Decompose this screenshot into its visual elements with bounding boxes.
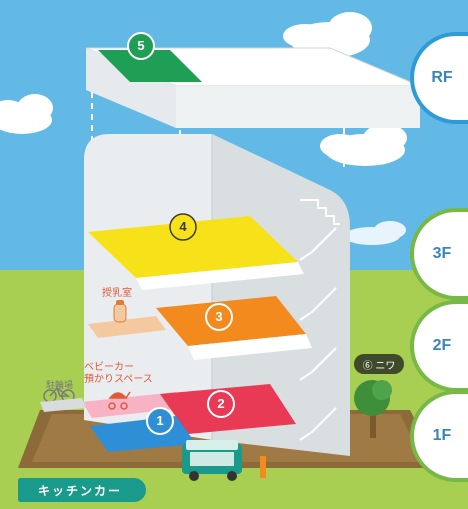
marker-1-label: 1 xyxy=(150,413,170,428)
stroller-label-line2: 預かりスペース xyxy=(84,374,153,386)
roof-slab-front xyxy=(176,86,420,128)
marker-5-label: 5 xyxy=(131,38,151,53)
marker-2-label: 2 xyxy=(211,396,231,411)
marker-4-label: 4 xyxy=(173,219,193,234)
parking-label: 駐輪場 xyxy=(46,378,73,391)
stroller-label-line1: ベビーカー xyxy=(84,362,134,374)
nursing-room-label: 授乳室 xyxy=(102,288,132,300)
marker-3-label: 3 xyxy=(209,309,229,324)
garden-tag: ⑥ ニワ xyxy=(354,354,404,374)
kitchen-car-tag: キッチンカー xyxy=(18,478,146,502)
